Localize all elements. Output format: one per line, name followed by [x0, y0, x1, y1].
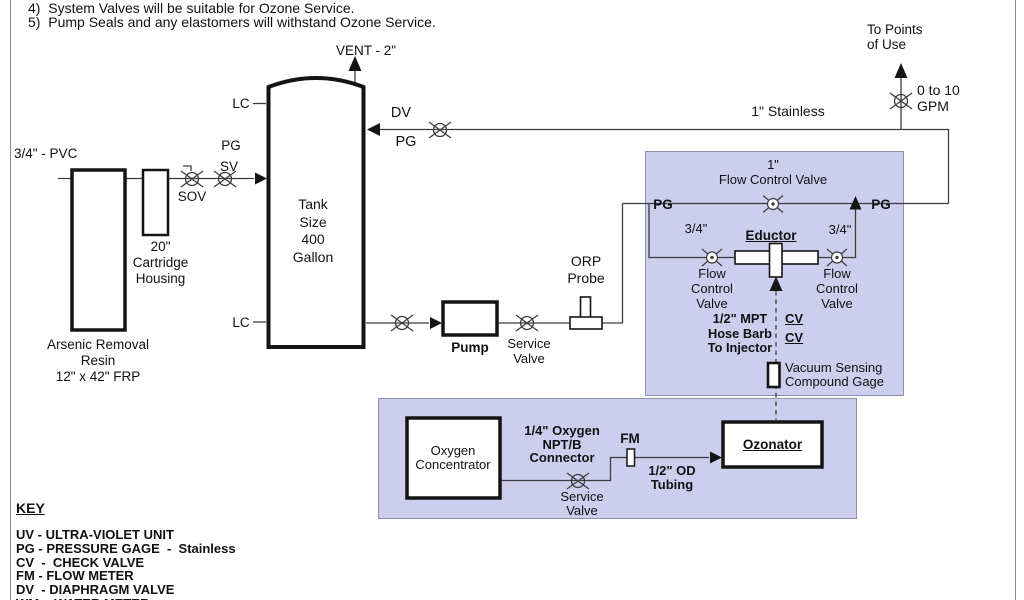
- main-fcv-label: 1" Flow Control Valve: [718, 157, 828, 187]
- vacuum-gage-label: Vacuum Sensing Compound Gage: [785, 360, 885, 389]
- oxygen-connector-label: 1/4" Oxygen NPT/B Connector: [524, 423, 600, 465]
- eductor-return-arrow: [849, 196, 862, 210]
- cartridge-housing-label: 20" Cartridge Housing: [132, 239, 189, 286]
- cartridge-housing: [141, 168, 170, 237]
- orp-probe-label: ORP Probe: [567, 253, 605, 286]
- return-arrow: [367, 123, 380, 136]
- oxygen-pipe: [500, 456, 709, 482]
- vent-arrow: [348, 56, 362, 71]
- ozonator-label: Ozonator: [742, 437, 803, 452]
- key-item-dv: DV - DIAPHRAGM VALVE: [16, 582, 175, 597]
- oxygen-service-valve-label: Service Valve: [560, 489, 604, 518]
- ozonator-inlet-arrow: [710, 451, 722, 464]
- storage-tank: [266, 76, 366, 349]
- page-border-left: [10, 0, 11, 600]
- key-item-fm: FM - FLOW METER: [16, 568, 134, 583]
- feed-sov-label: SOV: [177, 189, 207, 204]
- eductor-return-pipe: [817, 209, 857, 259]
- cv-label-2: CV: [784, 330, 804, 345]
- return-pg-label: PG: [395, 134, 417, 150]
- cv-label-1: CV: [784, 311, 804, 326]
- oxygen-concentrator-box: [405, 416, 502, 500]
- od-tubing-label: 1/2" OD Tubing: [648, 463, 696, 492]
- key-item-cv: CV - CHECK VALVE: [16, 555, 145, 570]
- flow-meter-symbol: [626, 448, 636, 467]
- feed-sv-label: SV: [219, 159, 238, 174]
- loop-pg-right-label: PG: [871, 197, 891, 212]
- arsenic-vessel-label: Arsenic Removal Resin 12" x 42" FRP: [46, 337, 150, 384]
- eductor-suction-arrow: [769, 276, 783, 291]
- feed-pg-label: PG: [221, 138, 241, 153]
- pump-inlet-arrow: [430, 317, 442, 329]
- ozonator-box: [721, 420, 824, 469]
- vacuum-gage-symbol: [766, 361, 781, 389]
- return-pipe: [368, 128, 950, 204]
- lc-top-label: LC: [232, 96, 250, 111]
- eductor-label: Eductor: [745, 228, 797, 243]
- note-4: 4) System Valves will be suitable for Oz…: [28, 0, 355, 16]
- pump-box: [441, 300, 499, 337]
- arsenic-removal-vessel: [70, 168, 127, 332]
- hose-barb-label: 1/2" MPT Hose Barb To Injector: [707, 311, 773, 355]
- dv-label: DV: [390, 105, 412, 121]
- orp-riser-pipe: [602, 203, 624, 324]
- note-5: 5) Pump Seals and any elastomers will wi…: [28, 14, 436, 30]
- stainless-pipe-label: 1" Stainless: [751, 103, 825, 119]
- loop-size-right-label: 3/4": [828, 222, 852, 237]
- pump-label: Pump: [451, 340, 489, 355]
- eductor-symbol: [734, 242, 819, 278]
- to-points-of-use-label: To Points of Use: [867, 22, 923, 52]
- service-valve-label: Service Valve: [507, 336, 551, 366]
- feed-arrow: [255, 172, 267, 185]
- fcv-left-label: Flow Control Valve: [691, 266, 733, 311]
- tank-size-label: Tank Size 400 Gallon: [292, 196, 334, 265]
- orp-probe-symbol: [569, 296, 603, 330]
- page-border-right: [1015, 0, 1016, 600]
- key-item-pg: PG - PRESSURE GAGE - Stainless: [16, 541, 236, 556]
- oxygen-concentrator-label: Oxygen Concentrator: [415, 443, 491, 472]
- feed-pipe-size-label: 3/4" - PVC: [14, 146, 78, 161]
- loop-size-left-label: 3/4": [684, 221, 708, 236]
- gpm-label: 0 to 10 GPM: [917, 82, 960, 114]
- to-points-arrow: [894, 63, 908, 78]
- vent-label: VENT - 2": [336, 43, 397, 58]
- key-item-uv: UV - ULTRA-VIOLET UNIT: [16, 527, 174, 542]
- key-item-wm: WM - WATER METER: [16, 596, 149, 600]
- fm-label: FM: [620, 431, 640, 446]
- lc-bottom-label: LC: [232, 315, 250, 330]
- sov-valve-handle-icon: [183, 165, 192, 171]
- fcv-right-label: Flow Control Valve: [816, 266, 858, 311]
- key-title: KEY: [16, 500, 45, 516]
- loop-pg-left-label: PG: [653, 197, 673, 212]
